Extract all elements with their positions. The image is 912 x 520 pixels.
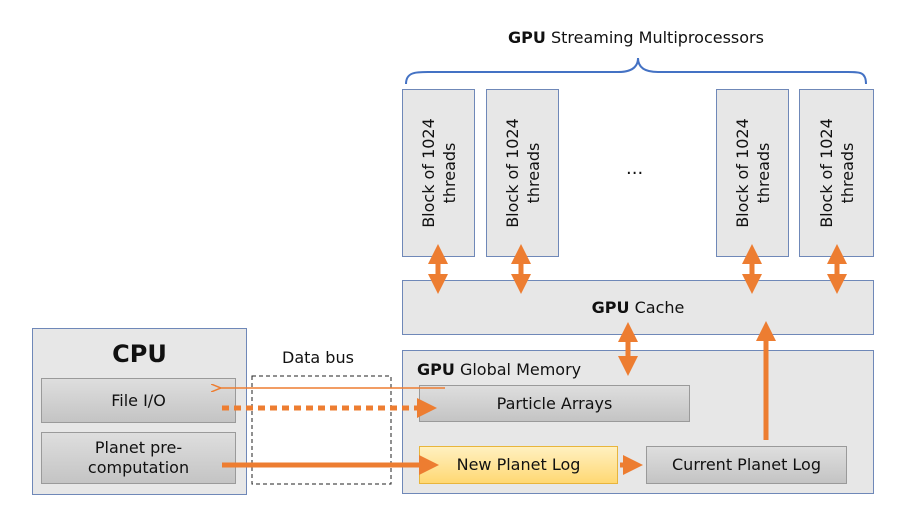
sm-title-bold: GPU <box>508 28 546 47</box>
sm-title-rest: Streaming Multiprocessors <box>545 28 764 47</box>
planet-precomputation-box: Planet pre- computation <box>41 432 236 484</box>
current-planet-log-box: Current Planet Log <box>646 446 847 484</box>
data-bus-box <box>251 375 392 485</box>
gpu-global-memory-title: GPU Global Memory <box>417 360 581 379</box>
gpu-cache-label-rest: Cache <box>629 298 685 317</box>
sm-block-1: Block of 1024 threads <box>402 89 475 257</box>
cpu-title: CPU <box>112 340 167 368</box>
gpu-global-memory-title-rest: Global Memory <box>454 360 582 379</box>
planet-precomputation-line2: computation <box>87 458 190 477</box>
planet-precomputation-line1: Planet pre- <box>94 438 183 457</box>
gpu-cache-label: GPU Cache <box>403 298 873 317</box>
sm-ellipsis: ... <box>626 158 644 179</box>
file-io-box: File I/O <box>41 378 236 423</box>
current-planet-log-label: Current Planet Log <box>672 455 821 474</box>
sm-title: GPU Streaming Multiprocessors <box>508 28 764 47</box>
particle-arrays-box: Particle Arrays <box>419 385 690 422</box>
new-planet-log-box: New Planet Log <box>419 446 618 484</box>
particle-arrays-label: Particle Arrays <box>496 393 613 413</box>
gpu-global-memory-title-bold: GPU <box>417 360 455 379</box>
file-io-label: File I/O <box>111 390 166 410</box>
gpu-cache-label-bold: GPU <box>591 298 630 317</box>
data-bus-label: Data bus <box>282 348 354 367</box>
sm-brace <box>405 57 867 85</box>
sm-block-2: Block of 1024 threads <box>486 89 559 257</box>
gpu-cache: GPU Cache <box>402 280 874 335</box>
new-planet-log-label: New Planet Log <box>456 455 581 474</box>
